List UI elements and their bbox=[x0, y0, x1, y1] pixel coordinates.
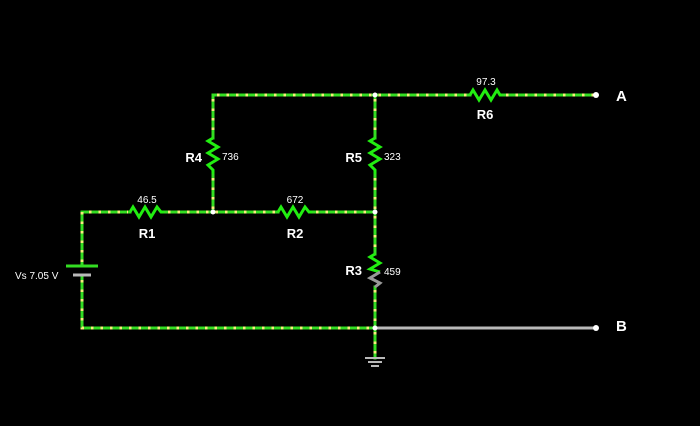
terminal-a-node[interactable] bbox=[593, 92, 599, 98]
resistor-r2[interactable] bbox=[276, 204, 312, 220]
r6-name: R6 bbox=[477, 107, 494, 122]
resistor-r6[interactable] bbox=[468, 87, 502, 103]
r4-value: 736 bbox=[222, 152, 239, 163]
r2-name: R2 bbox=[287, 226, 304, 241]
r1-value: 46.5 bbox=[137, 195, 157, 206]
dots-left bbox=[80, 210, 128, 262]
terminal-b-node[interactable] bbox=[593, 325, 599, 331]
dots-bottom bbox=[80, 280, 373, 330]
r2-value: 672 bbox=[287, 195, 304, 206]
r3-value: 459 bbox=[384, 267, 401, 278]
wire-bottom bbox=[80, 274, 377, 330]
ground-icon[interactable] bbox=[365, 357, 385, 367]
resistor-r5[interactable] bbox=[367, 136, 383, 174]
r6-value: 97.3 bbox=[476, 77, 496, 88]
resistor-r3-upper[interactable] bbox=[366, 252, 383, 274]
resistor-r3-lower[interactable] bbox=[366, 270, 383, 289]
r5-name: R5 bbox=[345, 150, 362, 165]
terminal-b-label: B bbox=[616, 318, 627, 335]
source-label: Vs 7.05 V bbox=[15, 271, 59, 282]
r1-name: R1 bbox=[139, 226, 156, 241]
node-top-r5 bbox=[372, 92, 378, 98]
terminal-a-label: A bbox=[616, 88, 627, 105]
node-mid-r4 bbox=[210, 209, 216, 215]
r3-name: R3 bbox=[345, 263, 362, 278]
r5-value: 323 bbox=[384, 152, 401, 163]
battery-icon[interactable] bbox=[66, 264, 98, 277]
r4-name: R4 bbox=[185, 150, 202, 165]
node-mid-r5 bbox=[372, 209, 378, 215]
resistor-r1[interactable] bbox=[128, 204, 164, 220]
wire-left-vertical bbox=[80, 210, 132, 268]
node-bottom bbox=[372, 325, 378, 331]
wires bbox=[80, 93, 598, 360]
current-dots bbox=[80, 93, 594, 356]
resistor-r4[interactable] bbox=[205, 136, 221, 174]
